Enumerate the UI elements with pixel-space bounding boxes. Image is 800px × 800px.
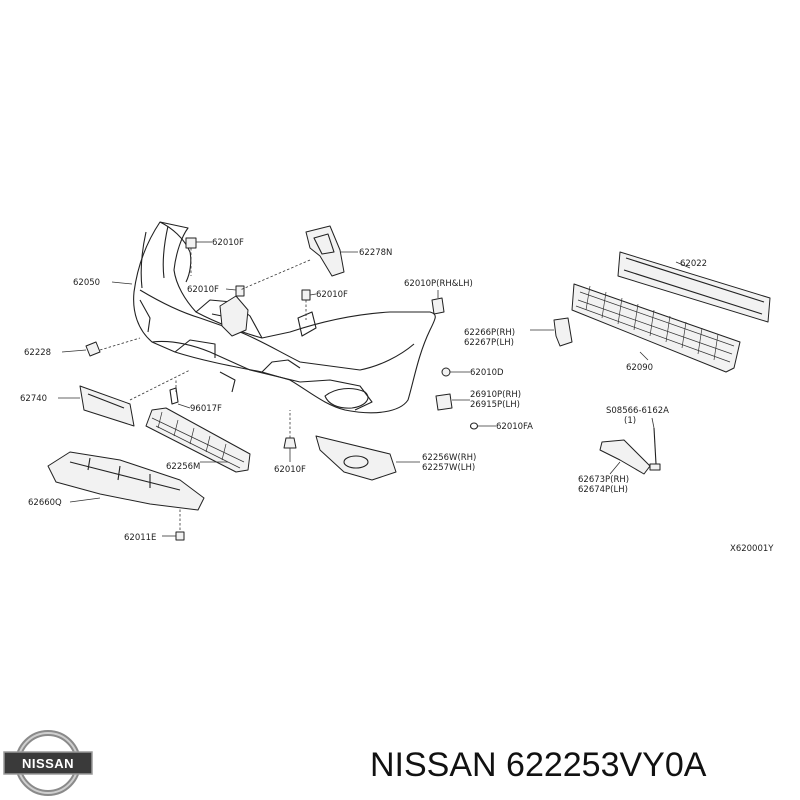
bracket-26910P [435,393,453,411]
lower-grille-62256M [145,407,251,473]
part-number-title: NISSAN 622253VY0A [370,746,707,784]
label-62010F-lower: 62010F [274,465,306,475]
label-62010D: 62010D [470,368,504,378]
label-S08566-6162A: S08566-6162A [606,406,669,416]
label-62010P: 62010P(RH&LH) [404,279,473,289]
fog-cover-62256W [315,435,397,481]
bracket-62266P [553,317,573,347]
label-62256W: 62256W(RH) [422,453,476,463]
label-62266P: 62266P(RH) [464,328,515,338]
front-bumper-fascia [133,221,436,414]
label-62267P: 62267P(LH) [464,338,514,348]
label-62050: 62050 [73,278,100,288]
label-62010F-mid: 62010F [187,285,219,295]
label-62660Q: 62660Q [28,498,62,508]
label-62228: 62228 [24,348,51,358]
label-62256M: 62256M [166,462,200,472]
label-62010F-top: 62010F [212,238,244,248]
bolt-S08566 [649,427,661,471]
clip-62010F-center [219,295,317,337]
reinforcement-62022 [617,251,771,323]
label-62257W: 62257W(LH) [422,463,475,473]
logo-text: NISSAN [22,756,74,771]
label-26910P: 26910P(RH) [470,390,521,400]
label-qty: (1) [624,416,636,426]
clip-62010F-mid [235,285,245,297]
license-plate-bracket-62740 [79,385,135,427]
bracket-62278N [305,225,345,277]
label-62011E: 62011E [124,533,156,543]
clip-62010F-lower [283,437,297,449]
side-bracket-62673P [599,439,651,475]
clip-62010F-right [301,289,311,301]
clip-62228 [85,341,101,357]
label-62090: 62090 [626,363,653,373]
label-26915P: 26915P(LH) [470,400,520,410]
label-96017F: 96017F [190,404,222,414]
nissan-logo: NISSAN [3,730,93,796]
clip-62010P [431,297,445,315]
clip-96017F [169,387,179,405]
label-62740: 62740 [20,394,47,404]
label-62673P: 62673P(RH) [578,475,629,485]
part-labels: 62010F 62278N 62050 62010F 62010F 62010P… [20,238,774,554]
clip-62010FA [469,422,479,430]
clip-62010D [441,367,451,377]
label-62674P: 62674P(LH) [578,485,628,495]
screw-62011E [175,531,185,541]
label-62010FA: 62010FA [496,422,533,432]
label-62022: 62022 [680,259,707,269]
label-62010F-right: 62010F [316,290,348,300]
undercover-62660Q [47,451,205,511]
leader-lines [58,241,691,537]
clip-62010F-top [185,237,197,249]
diagram-code: X620001Y [730,544,774,554]
grille-62090 [571,283,741,373]
label-62278N: 62278N [359,248,392,258]
